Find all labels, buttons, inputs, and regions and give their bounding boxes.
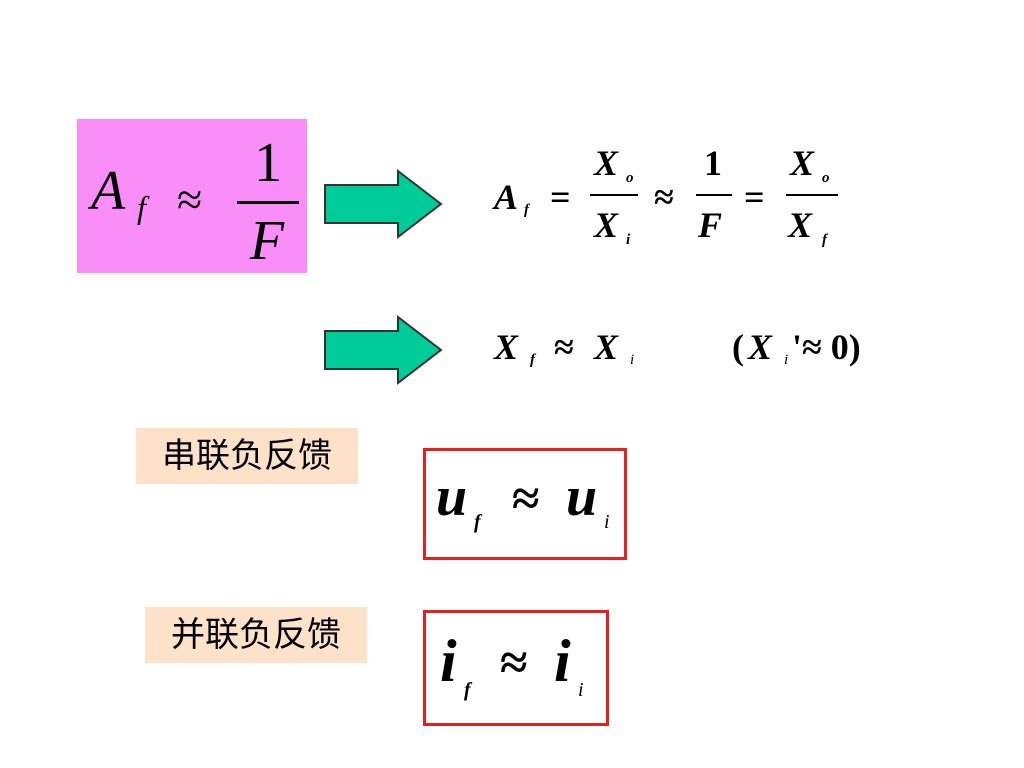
parallel-lhs: i <box>440 628 457 694</box>
right-arrow-icon <box>324 314 443 386</box>
eq2-rhs-subscript: i <box>630 352 635 368</box>
formula-denominator: F <box>249 210 285 272</box>
series-rhs: u <box>566 466 598 528</box>
main-formula-box: A f ≈ 1 F <box>77 119 307 273</box>
series-lhs-subscript: f <box>474 511 481 533</box>
frac3-bar <box>786 194 838 196</box>
formula-A-subscript: f <box>137 189 146 225</box>
eq1-equals-2: = <box>744 177 765 217</box>
eq2-rhs: X <box>594 327 619 367</box>
right-arrow-icon <box>324 168 443 240</box>
series-rhs-subscript: i <box>604 511 610 533</box>
parallel-feedback-label: 并联负反馈 <box>145 607 367 663</box>
cond-variable: X <box>748 327 773 367</box>
frac3-denominator: X <box>788 205 813 245</box>
series-approx: ≈ <box>512 470 540 526</box>
eq1-approx: ≈ <box>654 177 674 217</box>
eq2-approx: ≈ <box>554 327 574 367</box>
formula-fraction-bar <box>237 201 299 204</box>
cond-rest: '≈ 0) <box>792 327 861 367</box>
parallel-rhs: i <box>554 628 571 694</box>
parallel-approx: ≈ <box>500 634 528 690</box>
eq1-A-subscript: f <box>524 202 529 218</box>
series-lhs: u <box>436 466 468 528</box>
eq1-equals-1: = <box>550 177 571 217</box>
series-feedback-label: 串联负反馈 <box>136 428 358 484</box>
eq2-lhs: X <box>494 327 519 367</box>
parallel-lhs-subscript: f <box>464 679 471 701</box>
frac3-denominator-subscript: f <box>822 232 827 248</box>
formula-approx: ≈ <box>177 174 203 225</box>
parallel-formula-box: i f ≈ i i <box>423 610 609 726</box>
eq1-A: A <box>494 177 519 217</box>
cond-subscript: i <box>784 352 789 368</box>
series-formula-box: u f ≈ u i <box>423 448 627 560</box>
frac1-denominator-subscript: i <box>626 232 631 248</box>
frac1-numerator-subscript: o <box>626 170 634 186</box>
equation-row-2: X f ≈ X i ( X i '≈ 0) <box>490 320 910 380</box>
frac2-bar <box>696 194 732 196</box>
frac2-numerator: 1 <box>704 143 722 183</box>
formula-A: A <box>91 160 126 222</box>
frac1-bar <box>590 194 638 196</box>
frac1-denominator: X <box>594 205 619 245</box>
equation-row-1: A f = X o X i ≈ 1 F = X o X f <box>490 140 850 260</box>
frac3-numerator-subscript: o <box>822 170 830 186</box>
frac3-numerator: X <box>790 143 815 183</box>
frac1-numerator: X <box>594 143 619 183</box>
parallel-rhs-subscript: i <box>578 679 584 701</box>
frac2-denominator: F <box>698 205 723 245</box>
eq2-lhs-subscript: f <box>530 352 535 368</box>
cond-open-paren: ( <box>732 327 744 367</box>
formula-numerator: 1 <box>254 132 282 194</box>
